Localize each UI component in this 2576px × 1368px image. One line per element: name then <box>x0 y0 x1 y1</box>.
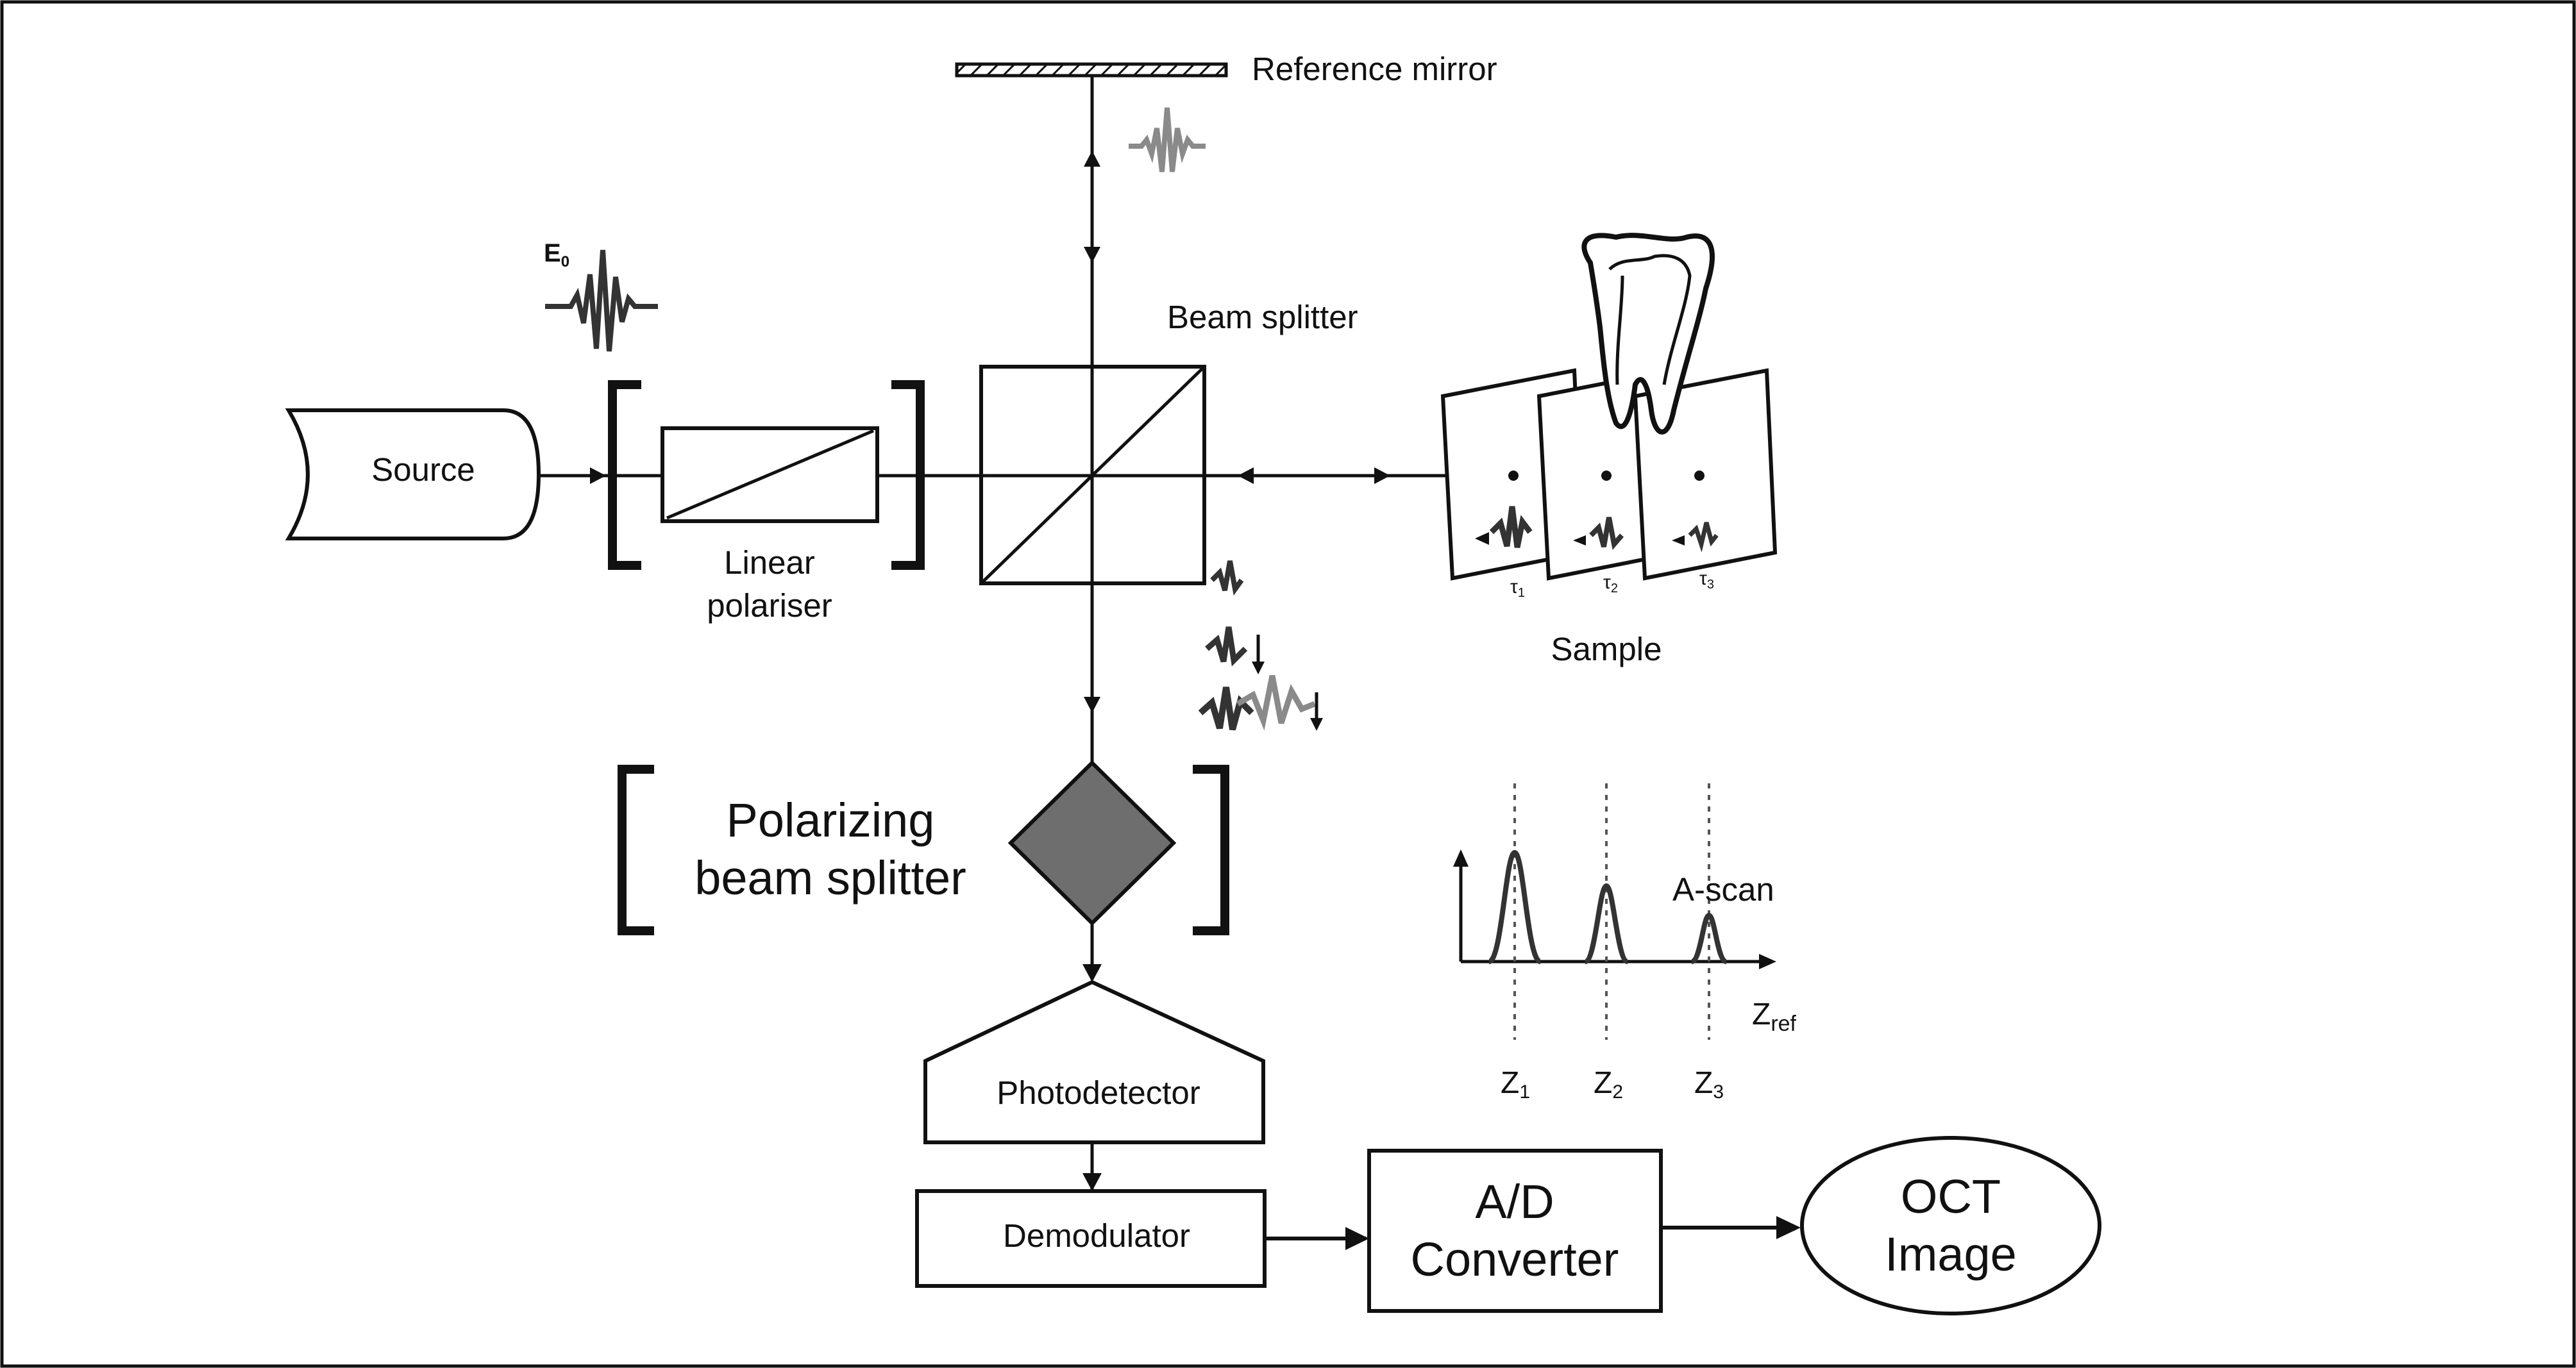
a-scan-y-axis-arrow <box>1453 849 1469 867</box>
zref-label: Zref <box>1752 997 1797 1036</box>
a-scan-label: A-scan <box>1672 871 1774 908</box>
reference-mirror-label: Reference mirror <box>1252 51 1497 87</box>
photodetector-label: Photodetector <box>997 1074 1200 1111</box>
tooth-icon <box>1581 233 1715 435</box>
reference-mirror <box>955 62 1228 78</box>
return-wavepacket-ref-icon <box>1236 675 1316 731</box>
demodulator-block <box>915 1189 1267 1288</box>
demodulator-to-ad-arrow <box>1345 1227 1369 1250</box>
tau3-label: τ3 <box>1699 568 1714 592</box>
source-block <box>285 408 541 540</box>
detection-arm-arrow <box>1084 697 1100 713</box>
reference-arm-arrow-down <box>1084 247 1100 263</box>
tau1-label: τ1 <box>1510 576 1525 600</box>
return-arrow-2-icon <box>1252 635 1265 674</box>
linear-polariser-diagonal <box>666 429 874 520</box>
pbs-bracket-right <box>1193 765 1229 935</box>
sample-point-1 <box>1508 471 1519 481</box>
a-scan-plot <box>1453 783 1776 1040</box>
sample-label: Sample <box>1551 631 1662 667</box>
photodetector-block <box>923 980 1265 1144</box>
source-label: Source <box>371 451 475 488</box>
z3-label: Z3 <box>1694 1066 1724 1103</box>
ad-converter-label-line1: A/D <box>1475 1175 1554 1228</box>
return-arrow-3-icon <box>1310 692 1323 731</box>
sample-wavepacket-3-icon <box>1672 522 1719 553</box>
return-wavepacket-2-icon <box>1205 626 1248 667</box>
photodetector-to-demodulator-arrow <box>1082 1173 1102 1191</box>
z1-label: Z1 <box>1501 1066 1530 1103</box>
sample-arm-arrow-left <box>1238 467 1254 484</box>
return-wavepacket-3-icon <box>1198 687 1254 731</box>
a-scan-x-axis-arrow <box>1759 954 1776 969</box>
sample-point-2 <box>1601 471 1612 481</box>
linear-polariser-label-line1: Linear <box>724 544 815 581</box>
oct-image-label-line2: Image <box>1885 1228 2017 1281</box>
e0-label: E0 <box>544 239 569 271</box>
a-scan-peak-1 <box>1488 849 1542 964</box>
source-beam-arrow <box>590 467 606 484</box>
pbs-bracket-left <box>618 765 654 935</box>
beam-splitter-label: Beam splitter <box>1167 299 1358 335</box>
linear-polariser-label-line2: polariser <box>707 587 832 624</box>
ad-to-oct-arrow <box>1776 1216 1801 1239</box>
reference-wavepacket-icon <box>1129 107 1206 172</box>
ad-converter-block <box>1367 1149 1663 1313</box>
sample-wavepacket-2-icon <box>1573 517 1624 550</box>
pbs-to-photodetector-arrow <box>1082 964 1102 982</box>
pbs-label-line2: beam splitter <box>695 851 966 905</box>
sample-arm-arrow-right <box>1374 467 1390 484</box>
demodulator-label: Demodulator <box>1003 1217 1190 1254</box>
polariser-bracket-right <box>891 380 925 570</box>
oct-image-block <box>1800 1136 2101 1315</box>
pbs-label-line1: Polarizing <box>727 794 935 847</box>
z2-label: Z2 <box>1594 1066 1623 1103</box>
polarizing-beam-splitter <box>1007 760 1177 926</box>
polariser-bracket-left <box>608 380 641 570</box>
sample-point-3 <box>1694 471 1705 481</box>
reference-arm-arrow-up <box>1084 151 1100 167</box>
tau2-label: τ2 <box>1603 572 1618 596</box>
oct-image-label-line1: OCT <box>1901 1170 2001 1223</box>
a-scan-peak-2 <box>1584 883 1629 964</box>
ad-converter-label-line2: Converter <box>1411 1233 1619 1286</box>
sample-wavepacket-1-icon <box>1475 506 1533 548</box>
input-wavepacket-icon <box>545 249 658 352</box>
return-wavepacket-1-icon <box>1210 560 1244 596</box>
a-scan-peak-3 <box>1690 912 1728 964</box>
